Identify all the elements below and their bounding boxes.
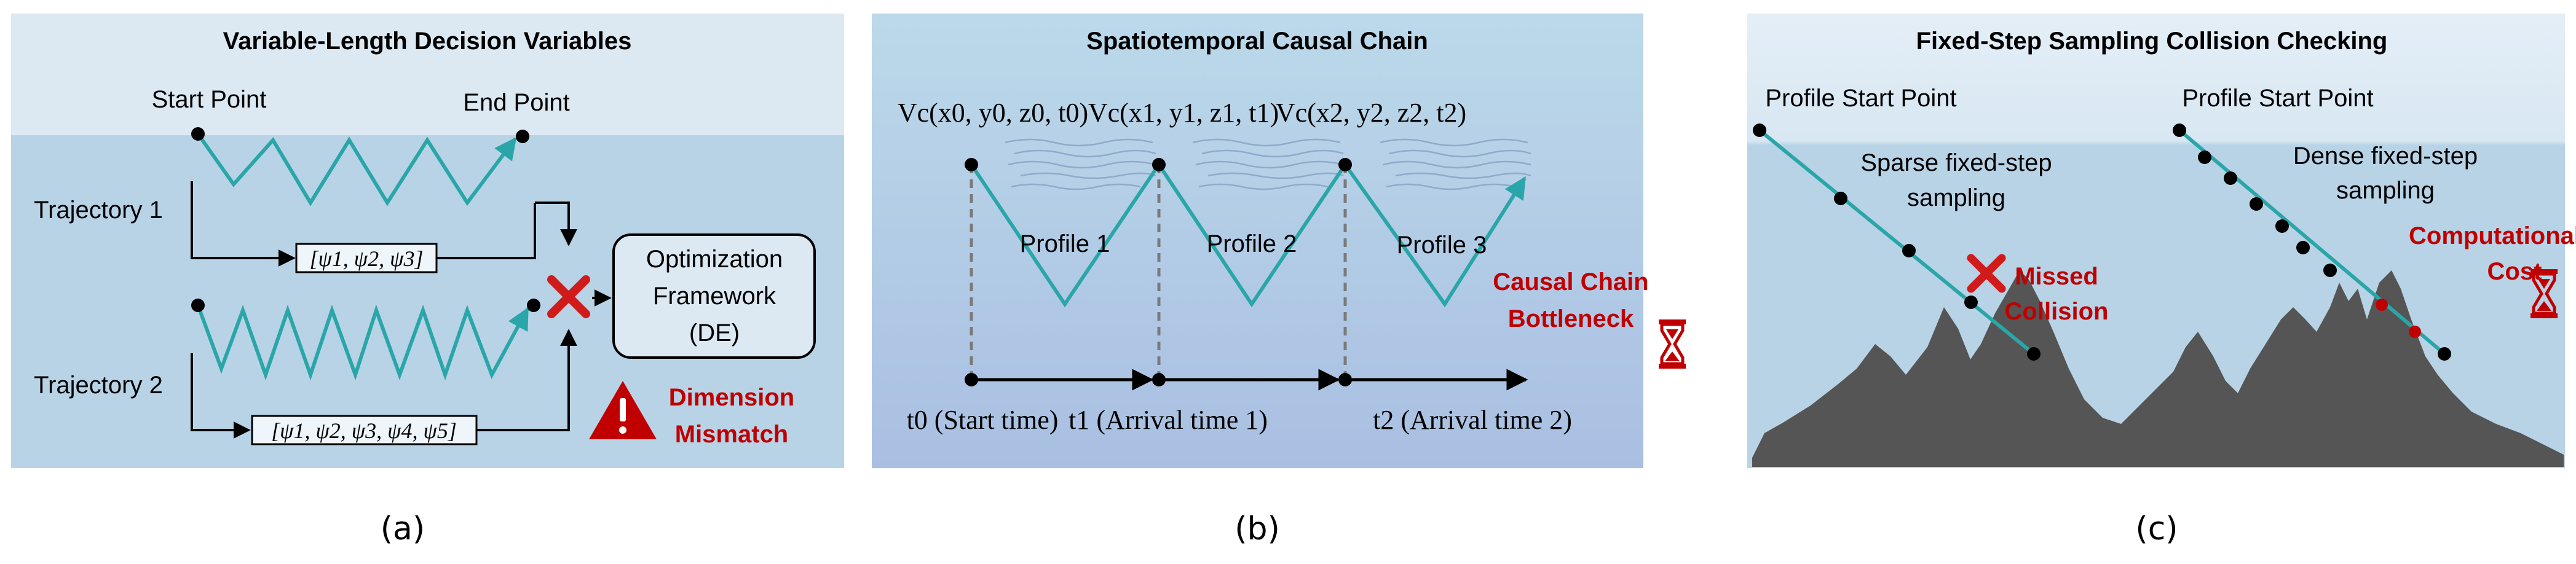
caption-b: (b) bbox=[1235, 511, 1280, 547]
vc-1-dot bbox=[1152, 158, 1166, 171]
mismatch-label: Mismatch bbox=[675, 421, 789, 448]
collision-label: Collision bbox=[2005, 298, 2109, 325]
panel-b-background bbox=[872, 14, 1643, 468]
vc-0-dot bbox=[965, 158, 978, 171]
sparse-sampling-line bbox=[1758, 128, 2035, 356]
vector-1-connector bbox=[437, 203, 536, 259]
missed-label: Missed bbox=[2015, 263, 2098, 290]
t2-dot bbox=[1338, 373, 1352, 386]
dense-sample-points bbox=[2173, 123, 2451, 361]
profile-3-path bbox=[1343, 163, 1527, 308]
panel-b: Spatiotemporal Causal Chain Vc(x0, y0, z… bbox=[872, 14, 1686, 547]
trajectory-2-end-dot bbox=[527, 299, 540, 312]
wind-streaks-icon bbox=[1005, 138, 1531, 190]
optimization-framework-box bbox=[612, 233, 816, 359]
panel-a-header-band bbox=[11, 14, 844, 135]
missed-collision-cross-icon bbox=[1967, 254, 2006, 293]
panel-c-title: Fixed-Step Sampling Collision Checking bbox=[1916, 28, 2388, 55]
profile-start-right-label: Profile Start Point bbox=[2182, 85, 2373, 112]
trajectory-1-label: Trajectory 1 bbox=[34, 197, 163, 224]
sparse-sample-points bbox=[1753, 123, 2041, 361]
vector-2-text: [ψ1, ψ2, ψ3, ψ4, ψ5] bbox=[271, 418, 457, 443]
dense-sampling-line bbox=[2178, 128, 2446, 356]
vector-1-arrow bbox=[535, 202, 577, 246]
framework-line-3: (DE) bbox=[689, 319, 740, 347]
start-point-label: Start Point bbox=[152, 86, 267, 113]
cross-icon bbox=[547, 275, 590, 318]
profile-2-path bbox=[1157, 163, 1347, 308]
time-0-label: t0 (Start time) bbox=[907, 405, 1059, 435]
vc-1-label: Vc(x1, y1, z1, t1) bbox=[1088, 98, 1279, 128]
trajectory-2-bracket bbox=[191, 353, 251, 439]
computational-label: Computational bbox=[2409, 222, 2576, 249]
collision-sample-points bbox=[2376, 299, 2421, 338]
vc-2-dot bbox=[1338, 158, 1352, 171]
terrain-silhouette bbox=[1752, 270, 2564, 467]
vector-2-arrow bbox=[476, 329, 577, 431]
t1-dot bbox=[1152, 373, 1166, 386]
profile-1-label: Profile 1 bbox=[1020, 230, 1110, 257]
sparse-line-2: sampling bbox=[1907, 184, 2005, 211]
time-2-label: t2 (Arrival time 2) bbox=[1373, 405, 1572, 435]
profile-1-path bbox=[970, 163, 1161, 308]
trajectory-1-start-dot bbox=[191, 127, 205, 141]
t0-dot bbox=[965, 373, 978, 386]
caption-a: (a) bbox=[381, 511, 425, 547]
trajectory-2-label: Trajectory 2 bbox=[34, 372, 163, 399]
vector-2-box bbox=[251, 415, 478, 445]
profile-2-label: Profile 2 bbox=[1207, 230, 1297, 257]
dense-line-1: Dense fixed-step bbox=[2293, 143, 2478, 170]
caption-c: (c) bbox=[2135, 511, 2178, 547]
trajectory-1-bracket bbox=[191, 181, 296, 267]
trajectory-2-zigzag bbox=[196, 304, 529, 381]
trajectory-2-start-dot bbox=[191, 299, 205, 312]
dimension-label: Dimension bbox=[669, 384, 794, 411]
panel-a-title: Variable-Length Decision Variables bbox=[223, 28, 632, 55]
vector-1-box bbox=[295, 243, 438, 273]
vc-0-label: Vc(x0, y0, z0, t0) bbox=[898, 98, 1088, 128]
profile-start-left-label: Profile Start Point bbox=[1765, 85, 1956, 112]
trajectory-1-zigzag bbox=[196, 133, 517, 206]
time-1-label: t1 (Arrival time 1) bbox=[1069, 405, 1268, 435]
vc-2-label: Vc(x2, y2, z2, t2) bbox=[1276, 98, 1466, 128]
dense-line-2: sampling bbox=[2336, 177, 2435, 204]
bottleneck-label: Bottleneck bbox=[1508, 305, 1634, 332]
causal-chain-label: Causal Chain bbox=[1493, 268, 1648, 296]
panel-c: Fixed-Step Sampling Collision Checking P… bbox=[1747, 14, 2576, 547]
panel-b-title: Spatiotemporal Causal Chain bbox=[1086, 28, 1428, 55]
sparse-line-1: Sparse fixed-step bbox=[1860, 149, 2052, 176]
trajectory-1-end-dot bbox=[516, 130, 529, 143]
panel-a: Variable-Length Decision Variables Start… bbox=[11, 14, 844, 547]
hourglass-icon bbox=[1659, 319, 1686, 369]
vector-1-text: [ψ1, ψ2, ψ3] bbox=[309, 246, 423, 271]
profile-3-label: Profile 3 bbox=[1397, 232, 1487, 259]
framework-line-1: Optimization bbox=[646, 246, 783, 273]
end-point-label: End Point bbox=[463, 89, 569, 116]
framework-line-2: Framework bbox=[653, 283, 776, 310]
warning-triangle-icon bbox=[589, 381, 657, 439]
